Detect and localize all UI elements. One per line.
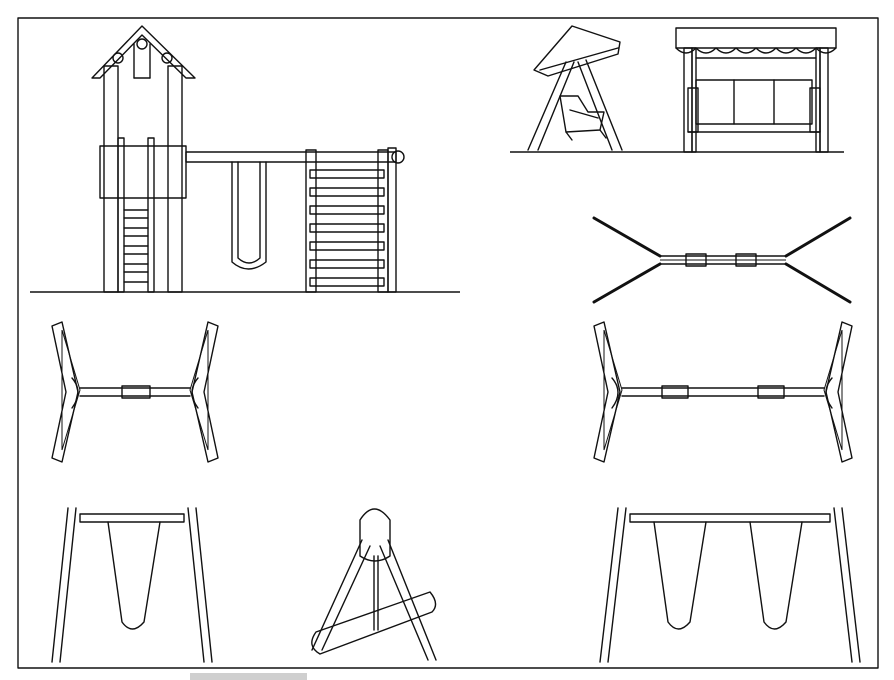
single-swing-front: [51, 507, 213, 663]
swing-seat-single: [107, 521, 161, 630]
canopy-glider-front-view: [660, 27, 844, 153]
swing-crossbar: [79, 513, 185, 523]
swing-seat: [231, 161, 267, 270]
canopy-roof-front: [675, 27, 837, 49]
tower-post-left: [103, 65, 119, 293]
swing-side-view: [311, 508, 437, 661]
playhouse-tower-elevation: [30, 25, 460, 293]
glider-bench: [695, 79, 813, 125]
swing-seat-side: [311, 591, 437, 655]
tower-post-right: [167, 65, 183, 293]
x-frame-swing-plan: [592, 216, 852, 304]
tower-roof: [91, 25, 196, 79]
double-swing-front: [599, 507, 861, 663]
swing-seat-right: [749, 521, 803, 630]
drawing-border: [17, 17, 879, 669]
swing-seat-left: [653, 521, 707, 630]
swing-beam: [185, 151, 397, 163]
canopy-roof-side: [533, 25, 621, 77]
climbing-ladder: [309, 169, 385, 287]
tower-deck: [99, 145, 187, 199]
double-swing-plan: [593, 321, 853, 463]
tower-ladder-rungs: [123, 209, 149, 283]
single-swing-plan: [51, 321, 219, 463]
horizontal-scrollbar[interactable]: [190, 673, 307, 680]
double-crossbar: [629, 513, 831, 523]
canopy-glider-side-view: [510, 25, 660, 153]
